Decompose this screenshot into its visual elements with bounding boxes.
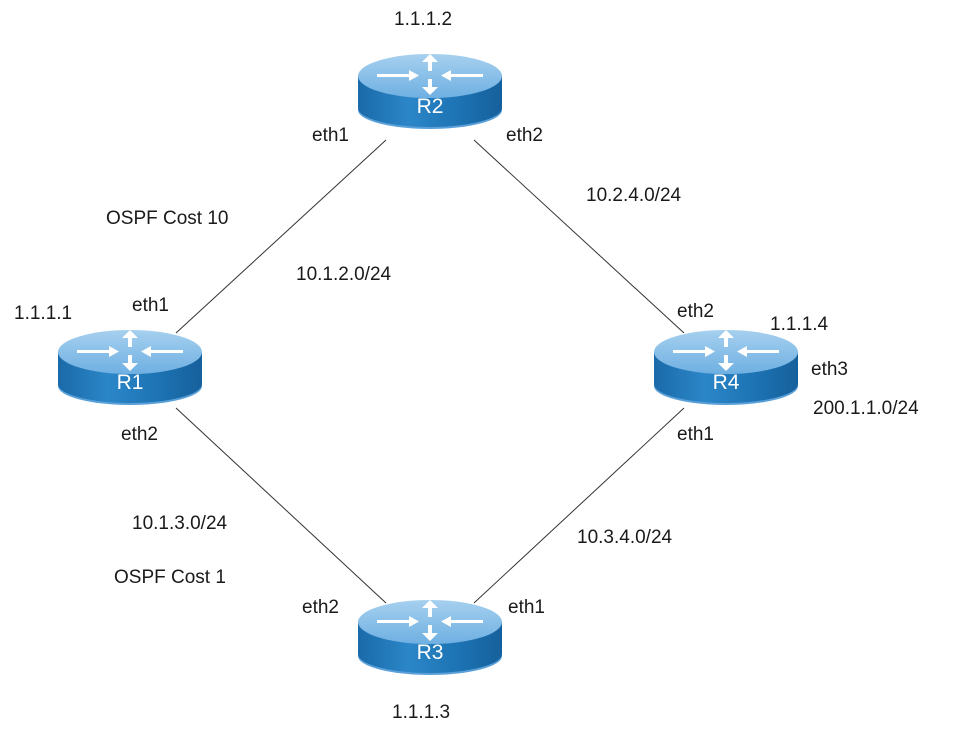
subnet-r1-r3: 10.1.3.0/24 xyxy=(132,513,228,534)
router-r2[interactable]: R2 xyxy=(357,52,503,130)
link-r1-r3 xyxy=(175,407,387,604)
iface-r1-eth1: eth1 xyxy=(132,295,169,316)
router-id-r4: 1.1.1.4 xyxy=(770,314,829,335)
iface-r4-eth1: eth1 xyxy=(677,424,714,445)
router-id-r2: 1.1.1.2 xyxy=(394,9,453,30)
cost-r1-r3: OSPF Cost 1 xyxy=(114,567,226,588)
router-id-r1: 1.1.1.1 xyxy=(14,303,73,324)
router-r3[interactable]: R3 xyxy=(357,598,503,676)
iface-r2-eth1: eth1 xyxy=(312,125,349,146)
link-r2-r4 xyxy=(473,139,685,334)
subnet-r3-r4: 10.3.4.0/24 xyxy=(577,527,673,548)
iface-r2-eth2: eth2 xyxy=(506,125,543,146)
link-r3-r4 xyxy=(473,407,685,604)
router-icon xyxy=(58,330,202,405)
subnet-r2-r4: 10.2.4.0/24 xyxy=(586,185,682,206)
link-r1-r2 xyxy=(175,139,387,334)
iface-r1-eth2: eth2 xyxy=(121,424,158,445)
cost-r1-r2: OSPF Cost 10 xyxy=(106,208,229,229)
router-name: R4 xyxy=(712,371,740,394)
router-r1[interactable]: R1 xyxy=(57,328,203,406)
router-name: R2 xyxy=(416,95,444,118)
router-r4[interactable]: R4 xyxy=(653,328,799,406)
router-icon xyxy=(358,600,502,675)
iface-r4-eth3: eth3 xyxy=(811,359,848,380)
router-name: R3 xyxy=(416,641,444,664)
subnet-stub-r4: 200.1.1.0/24 xyxy=(813,398,919,419)
router-icon xyxy=(358,54,502,129)
subnet-r1-r2: 10.1.2.0/24 xyxy=(296,264,392,285)
router-id-r3: 1.1.1.3 xyxy=(392,702,451,723)
iface-r3-eth1: eth1 xyxy=(508,597,545,618)
iface-r4-eth2: eth2 xyxy=(677,301,714,322)
router-icon xyxy=(654,330,798,405)
iface-r3-eth2: eth2 xyxy=(302,597,339,618)
router-name: R1 xyxy=(116,371,144,394)
